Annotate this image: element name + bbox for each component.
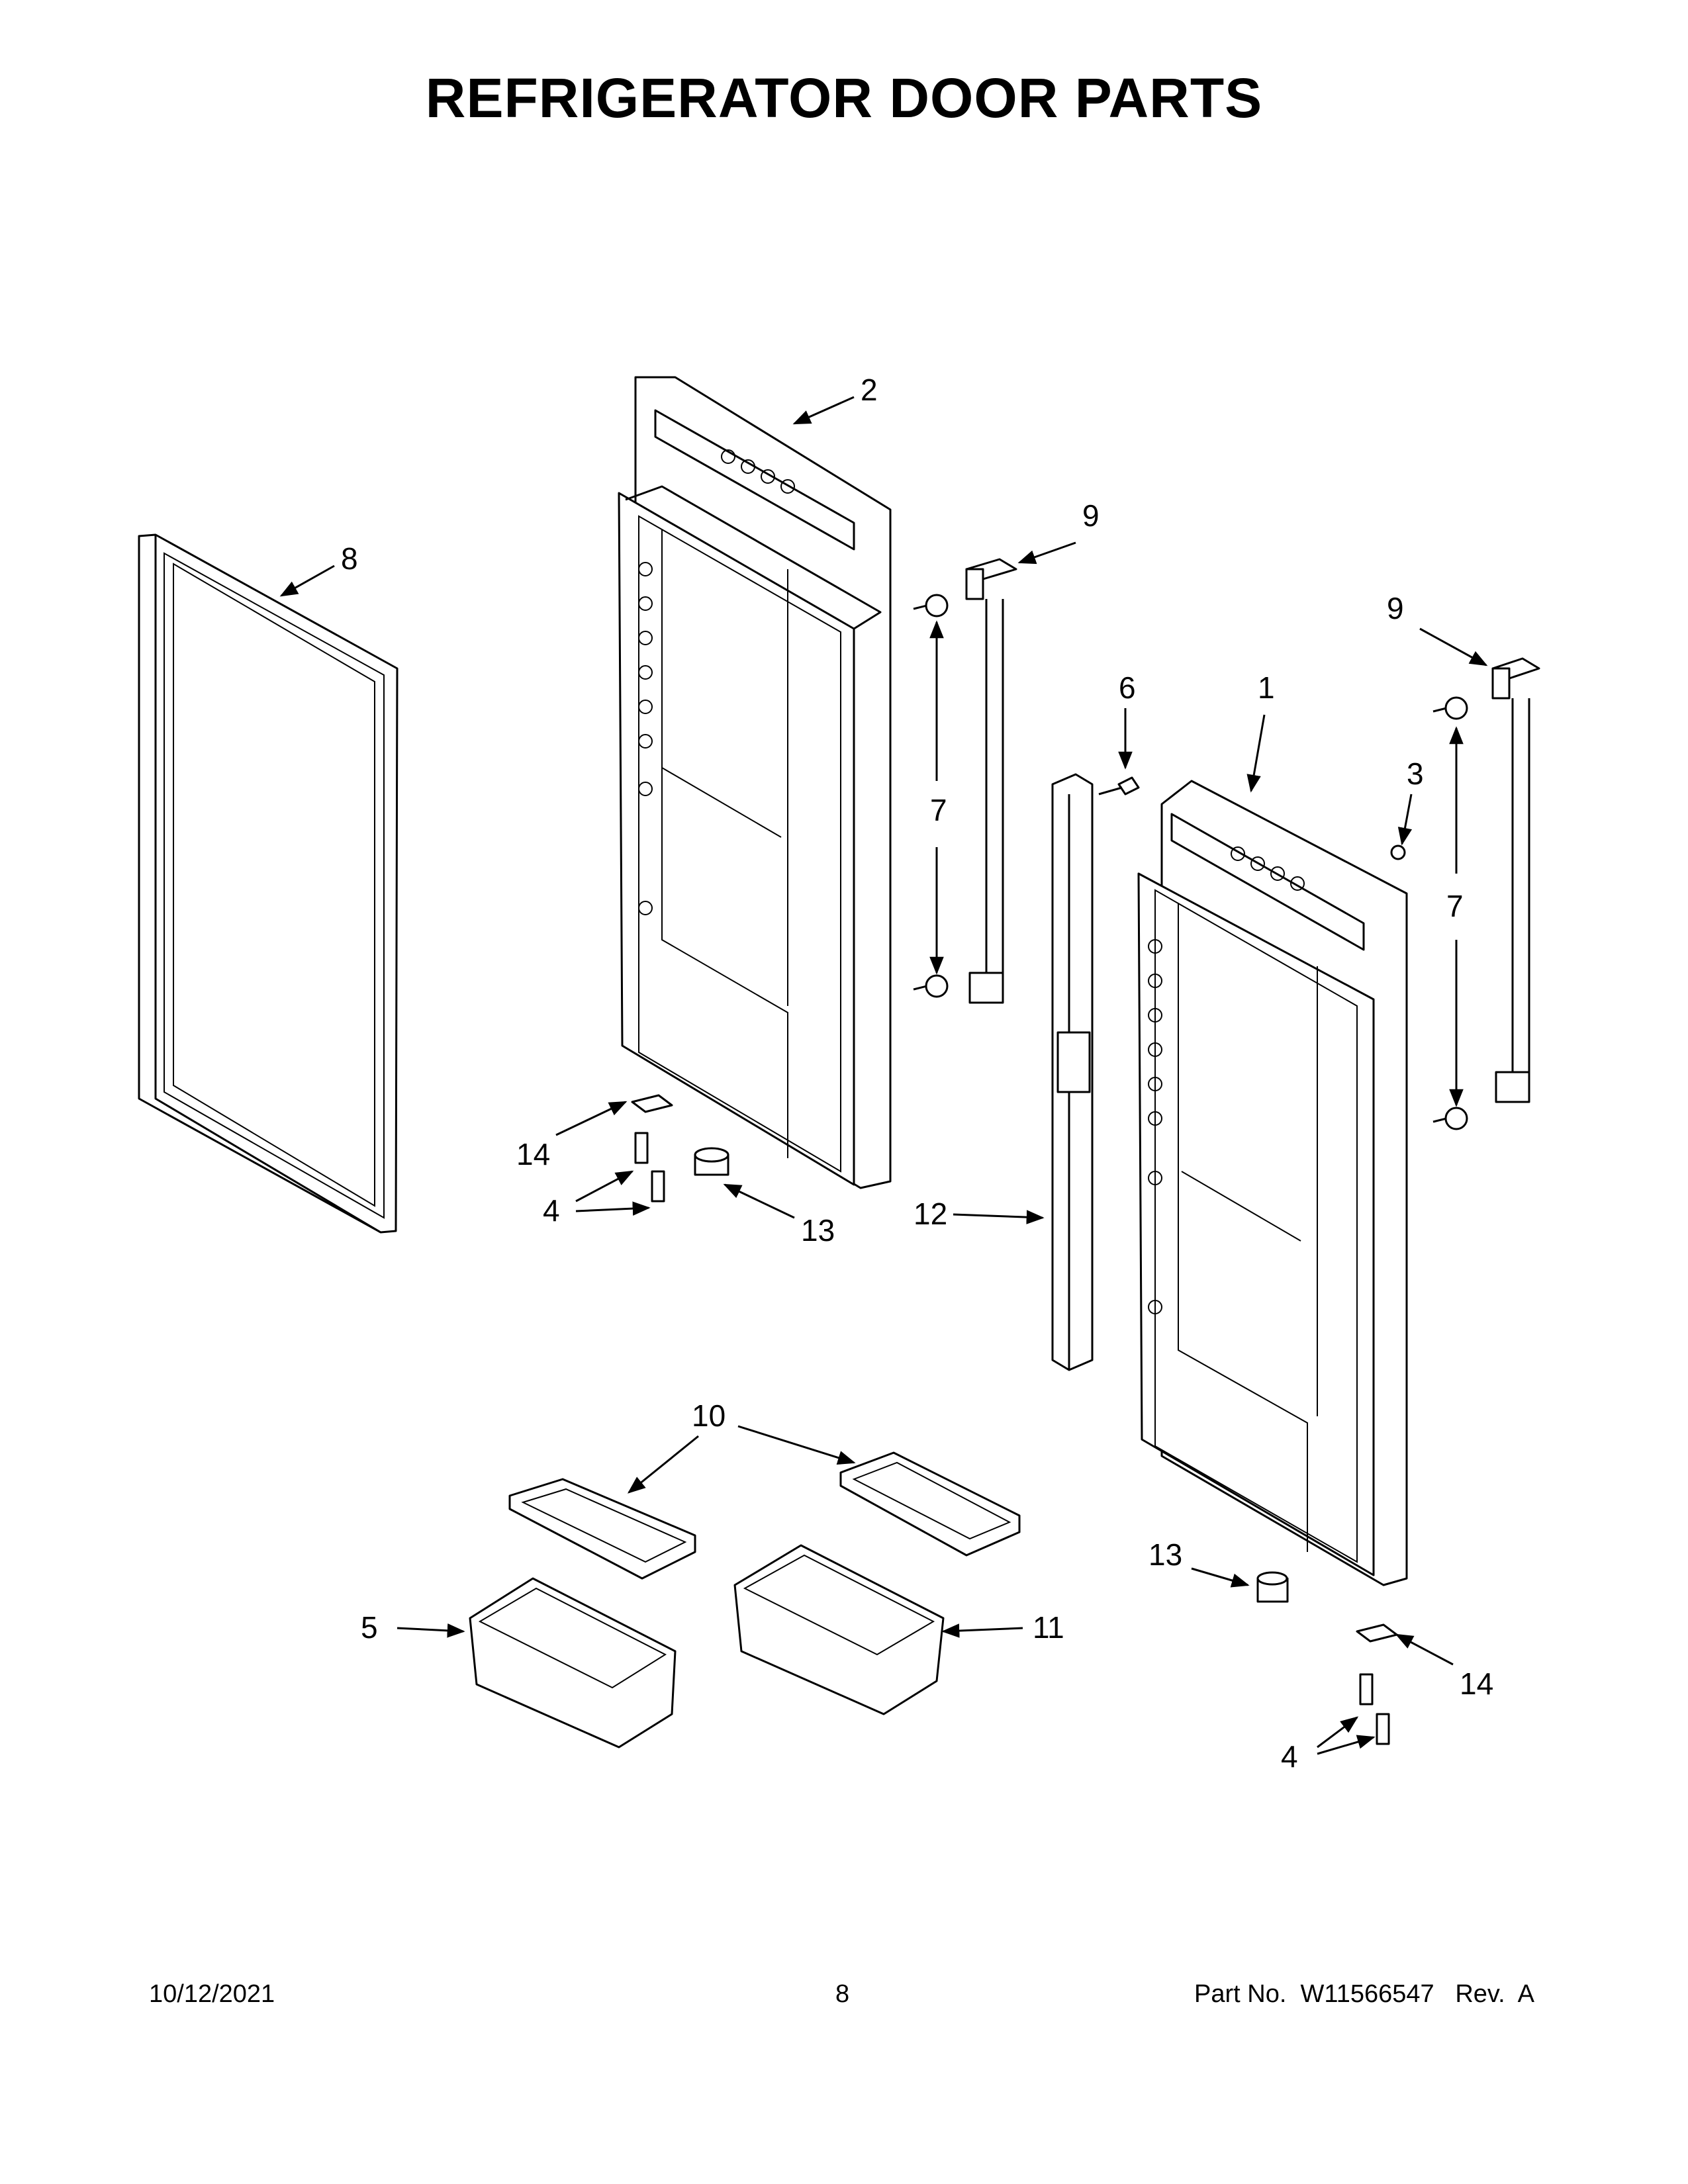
callout-9-left: 9 xyxy=(1082,498,1100,533)
hinge-shim-left xyxy=(631,1094,673,1113)
screws-part-4 xyxy=(634,1132,1390,1745)
center-mullion xyxy=(1051,773,1094,1371)
hinge-pin-right xyxy=(1256,1571,1289,1603)
plug-part-3 xyxy=(1390,844,1406,860)
callout-13-right: 13 xyxy=(1149,1537,1182,1572)
callout-10: 10 xyxy=(692,1398,726,1433)
bin-cover-left xyxy=(508,1478,696,1580)
door-bin-left xyxy=(469,1577,677,1749)
callout-8: 8 xyxy=(341,541,358,576)
footer-page-number: 8 xyxy=(835,1980,850,2008)
callout-4-right: 4 xyxy=(1281,1739,1298,1774)
callout-1: 1 xyxy=(1258,670,1275,705)
callout-labels: 2 9 8 7 6 1 9 3 7 12 14 4 13 10 5 11 13 … xyxy=(341,373,1493,1774)
leader-lines xyxy=(279,396,1488,1755)
handle-studs xyxy=(913,594,1468,1130)
callout-9-right: 9 xyxy=(1387,591,1404,625)
footer-part-number: Part No. W11566547 Rev. A xyxy=(1194,1980,1534,2008)
screw-part-6 xyxy=(1098,776,1140,796)
left-door xyxy=(618,376,892,1189)
callout-5: 5 xyxy=(361,1610,378,1645)
callout-14-right: 14 xyxy=(1460,1666,1493,1701)
callout-7-left: 7 xyxy=(930,793,947,827)
handle-mount-left xyxy=(965,558,1017,1004)
callout-14-left: 14 xyxy=(516,1137,550,1171)
callout-11: 11 xyxy=(1033,1610,1064,1645)
callout-6: 6 xyxy=(1119,670,1136,705)
hinge-shim-right xyxy=(1356,1623,1398,1643)
page-title: REFRIGERATOR DOOR PARTS xyxy=(425,67,1263,129)
callout-7-right: 7 xyxy=(1446,889,1464,923)
callout-12: 12 xyxy=(914,1197,947,1231)
right-door xyxy=(1137,780,1408,1586)
hinge-pin-left xyxy=(694,1147,729,1176)
bin-cover-right xyxy=(839,1451,1021,1557)
callout-13-left: 13 xyxy=(801,1213,835,1248)
door-bin-right xyxy=(733,1544,945,1715)
callout-2: 2 xyxy=(861,373,878,407)
handle-mount-right xyxy=(1491,657,1540,1103)
callout-3: 3 xyxy=(1407,756,1424,791)
footer-date: 10/12/2021 xyxy=(149,1980,275,2008)
door-gasket xyxy=(138,533,399,1234)
callout-4-left: 4 xyxy=(543,1193,560,1228)
